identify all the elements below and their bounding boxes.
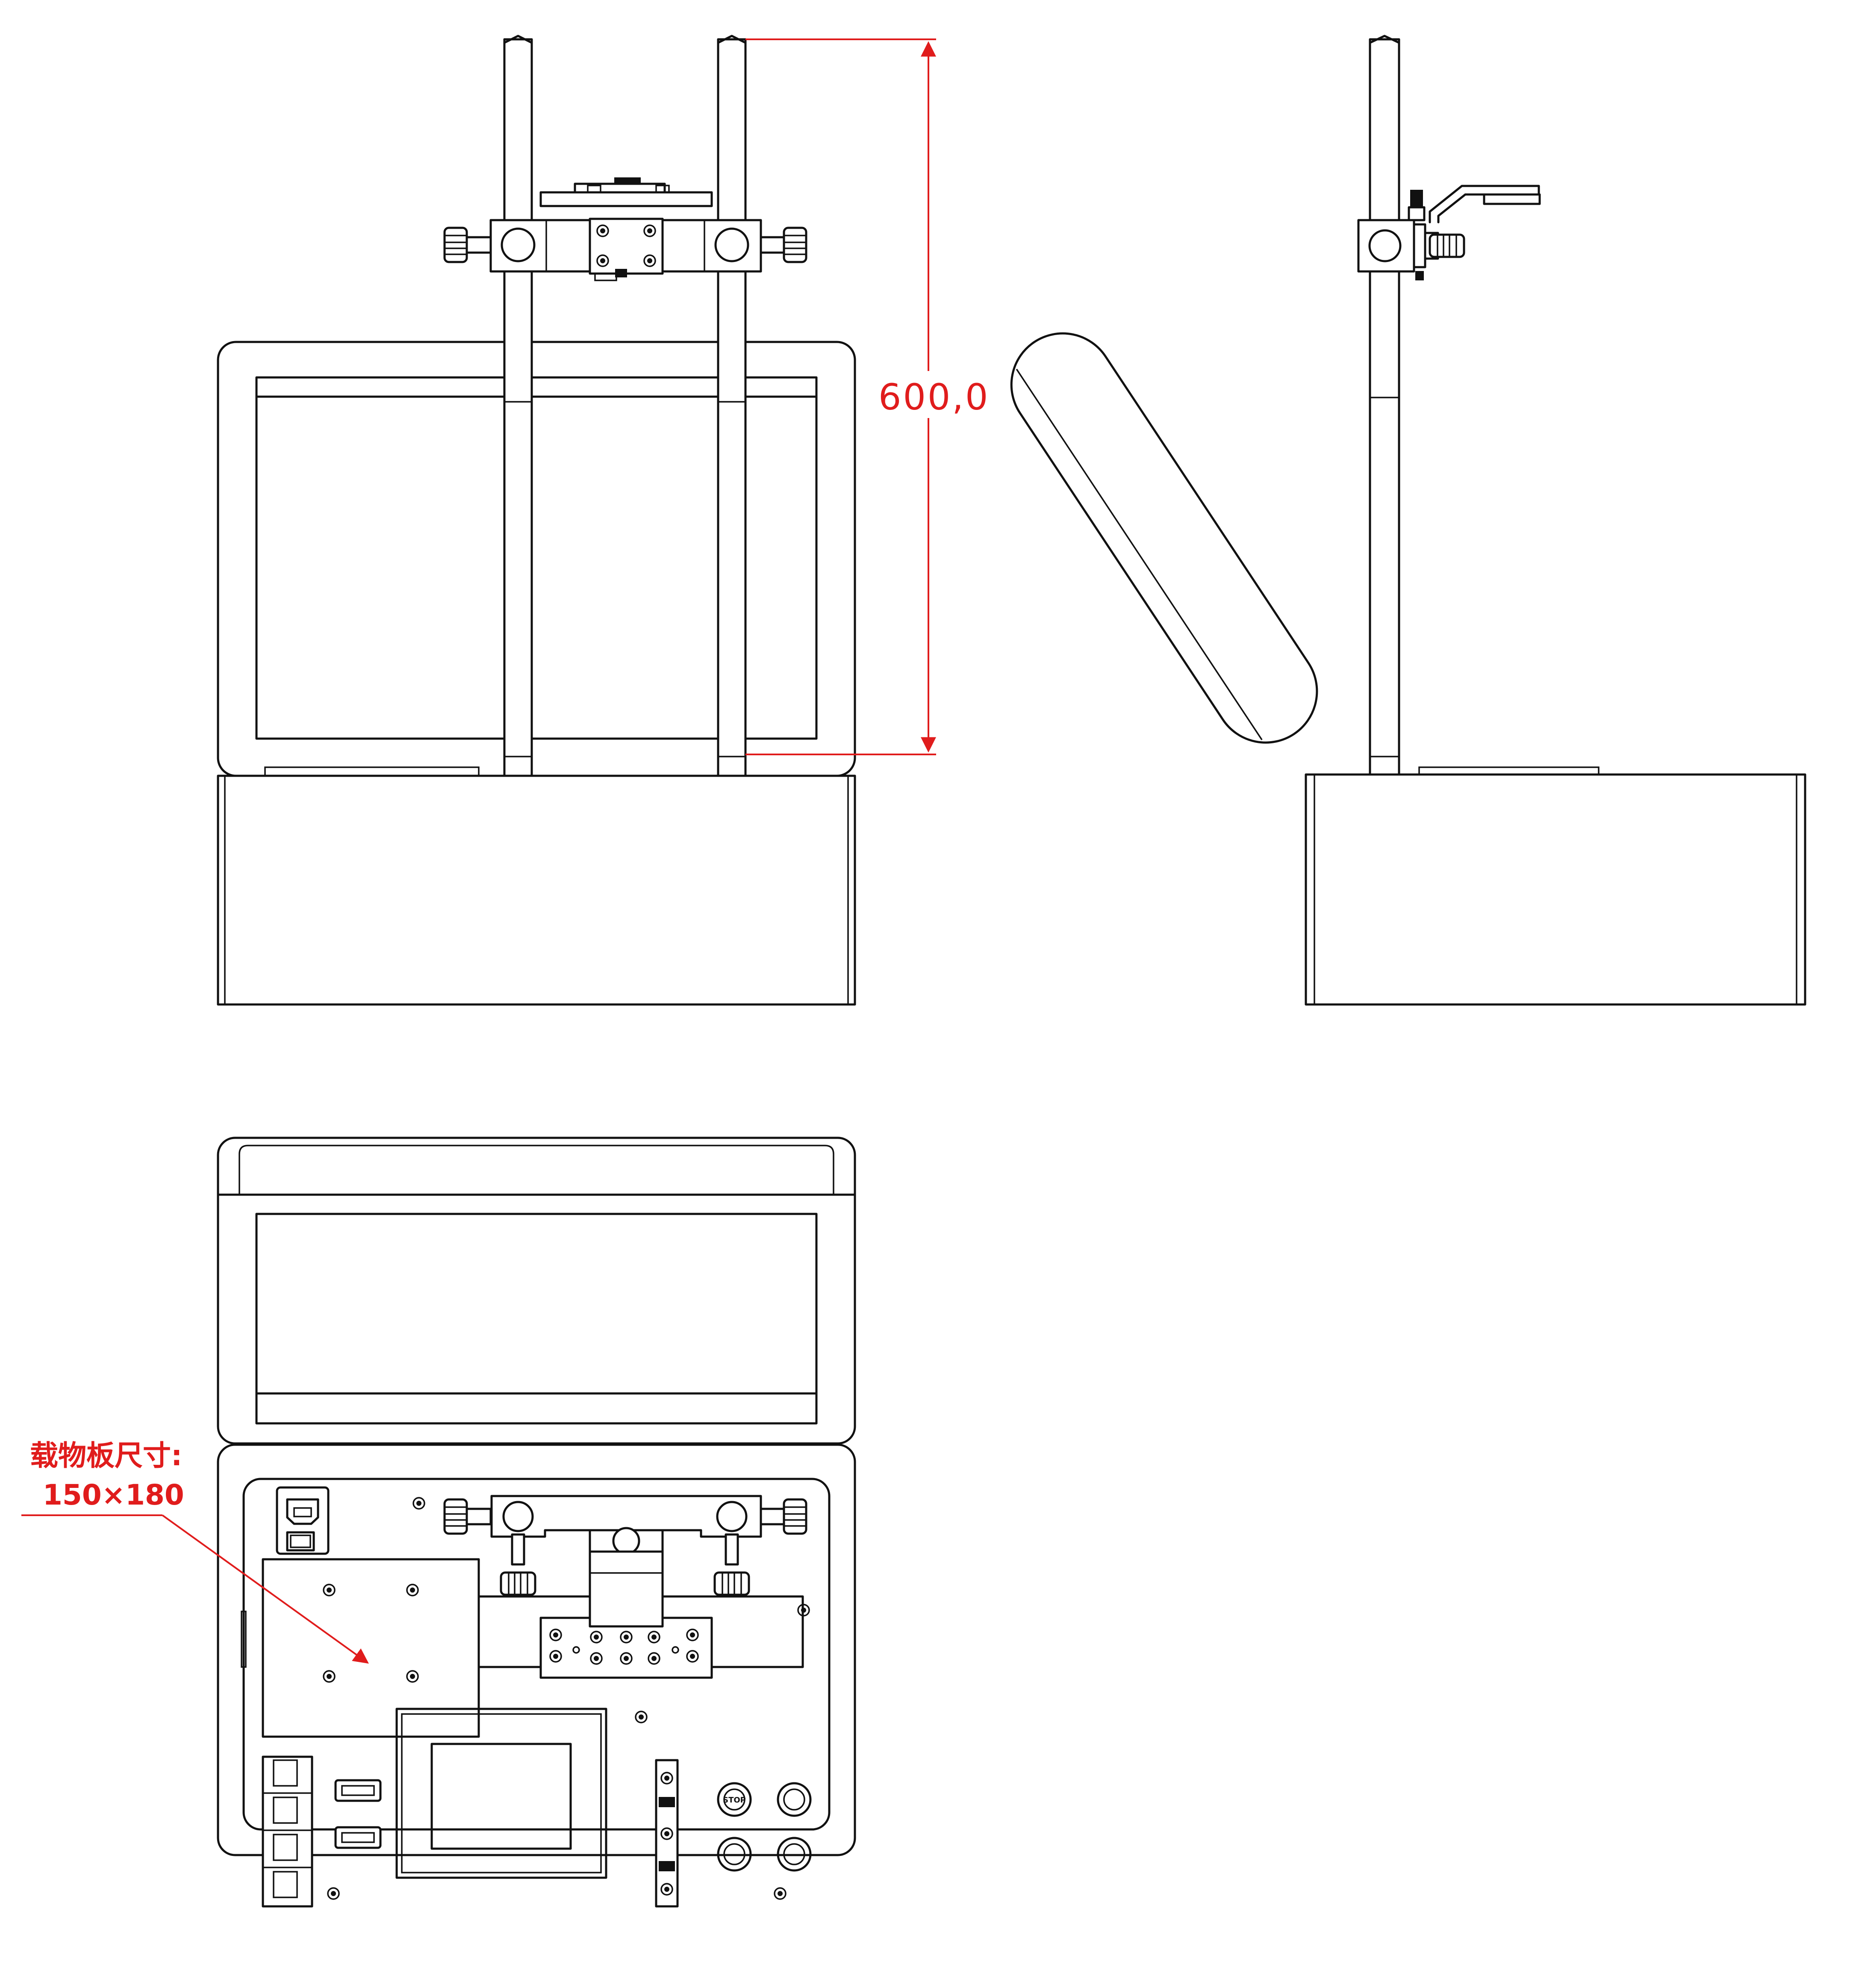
left-knob-icon[interactable] bbox=[445, 228, 467, 262]
top-left-knob-icon[interactable] bbox=[445, 1499, 467, 1534]
lid bbox=[217, 341, 856, 777]
side-view bbox=[1010, 35, 1806, 1006]
top-left-lower-knob-icon[interactable] bbox=[501, 1573, 535, 1595]
push-button-2[interactable] bbox=[717, 1837, 752, 1872]
carrier-plate bbox=[539, 191, 713, 207]
side-lid bbox=[1010, 332, 1318, 744]
touchscreen-display[interactable] bbox=[430, 1743, 572, 1850]
side-pole bbox=[1369, 38, 1400, 776]
stop-button[interactable]: STOP bbox=[717, 1782, 752, 1817]
touchscreen-frame bbox=[395, 1708, 607, 1879]
terminal-block bbox=[262, 1755, 313, 1908]
top-view: STOP 载物板尺寸: 150×180 bbox=[21, 1137, 856, 1908]
right-clamp-hole bbox=[714, 227, 749, 262]
top-right-lower-knob-icon[interactable] bbox=[715, 1573, 749, 1595]
left-clamp-hole bbox=[501, 227, 536, 262]
top-base bbox=[217, 1443, 856, 1856]
stop-button-label: STOP bbox=[723, 1796, 746, 1805]
top-right-knob-icon[interactable] bbox=[784, 1499, 806, 1534]
callout-line1: 载物板尺寸: bbox=[30, 1439, 182, 1472]
push-button-1[interactable] bbox=[777, 1782, 812, 1817]
lid-panel bbox=[255, 376, 818, 740]
front-view: 600,0 bbox=[217, 35, 990, 1006]
plate-size-callout: 载物板尺寸: 150×180 bbox=[21, 1439, 369, 1664]
push-button-3[interactable] bbox=[777, 1837, 812, 1872]
height-dimension: 600,0 bbox=[745, 38, 990, 755]
side-knob-icon[interactable] bbox=[1430, 235, 1464, 257]
control-panel bbox=[242, 1478, 831, 1831]
right-knob-icon[interactable] bbox=[784, 228, 806, 262]
carrier-plate-150x180 bbox=[262, 1558, 480, 1738]
side-base-box bbox=[1305, 773, 1806, 1006]
left-pole bbox=[503, 38, 533, 777]
callout-line2: 150×180 bbox=[43, 1478, 184, 1511]
base-box bbox=[217, 775, 856, 1006]
right-pole bbox=[717, 38, 747, 777]
dimension-label: 600,0 bbox=[878, 376, 990, 418]
top-lid bbox=[217, 1137, 856, 1445]
side-bracket bbox=[1429, 185, 1540, 224]
side-clamp-block bbox=[1357, 219, 1415, 273]
